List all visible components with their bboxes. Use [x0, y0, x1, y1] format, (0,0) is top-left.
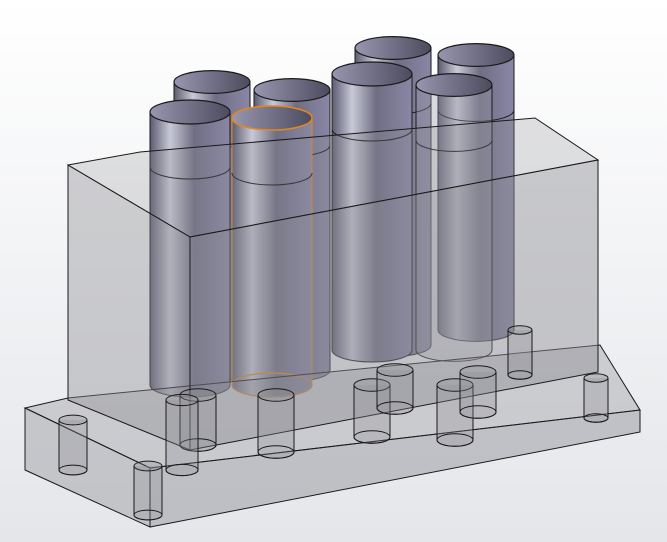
tube-top-opening — [253, 77, 331, 102]
pin-body — [257, 395, 295, 459]
selected-bottom-edge — [231, 372, 313, 398]
tube-seam — [331, 128, 413, 142]
tube-seam — [415, 139, 493, 152]
pin-body — [459, 372, 497, 419]
pin-top — [376, 363, 414, 377]
tube-body — [331, 73, 413, 363]
base-front-face — [149, 409, 641, 528]
tube-body — [437, 54, 515, 342]
pin-top — [583, 373, 609, 383]
tube-top-opening — [354, 35, 432, 60]
pin — [133, 460, 163, 521]
pin — [376, 363, 414, 415]
tube-body — [415, 84, 493, 362]
pin-bottom — [376, 401, 414, 415]
pin-bottom — [583, 413, 609, 423]
tube-seam — [231, 172, 313, 186]
pin-top — [507, 325, 533, 335]
pin-bottom — [58, 464, 88, 476]
pin-bottom — [459, 405, 497, 419]
pin — [507, 325, 533, 380]
tube-seam — [437, 109, 515, 122]
pin-bottom — [507, 370, 533, 380]
pin-top — [257, 388, 295, 402]
pin-bottom — [436, 433, 474, 447]
pin — [583, 373, 609, 423]
tube-top-opening — [173, 69, 251, 94]
tube-group[interactable] — [149, 35, 515, 398]
pin-top — [133, 460, 163, 472]
tube-seam — [149, 166, 231, 180]
tube-top-opening — [149, 99, 231, 125]
tube-top-opening — [331, 61, 413, 87]
pin-group[interactable] — [58, 325, 609, 521]
pin-bottom — [133, 509, 163, 521]
pin — [165, 393, 199, 477]
pin-bottom — [353, 430, 391, 444]
pin-body — [583, 378, 609, 423]
pin — [436, 378, 474, 447]
pin — [58, 414, 88, 476]
tube[interactable] — [231, 105, 313, 398]
tube[interactable] — [331, 61, 413, 363]
pin-top — [165, 393, 199, 407]
pin — [459, 365, 497, 419]
tube[interactable] — [437, 42, 515, 342]
pin-top — [58, 414, 88, 426]
pin-top — [459, 365, 497, 379]
tube-top-opening — [415, 72, 493, 97]
tube-top-opening — [437, 42, 515, 67]
tube-top-opening — [231, 105, 313, 131]
pin — [257, 388, 295, 459]
pin-top — [353, 378, 391, 392]
pin-bottom — [165, 463, 199, 477]
pin — [353, 378, 391, 444]
pin-bottom — [257, 445, 295, 459]
pin-top — [436, 378, 474, 392]
tube[interactable] — [415, 72, 493, 362]
